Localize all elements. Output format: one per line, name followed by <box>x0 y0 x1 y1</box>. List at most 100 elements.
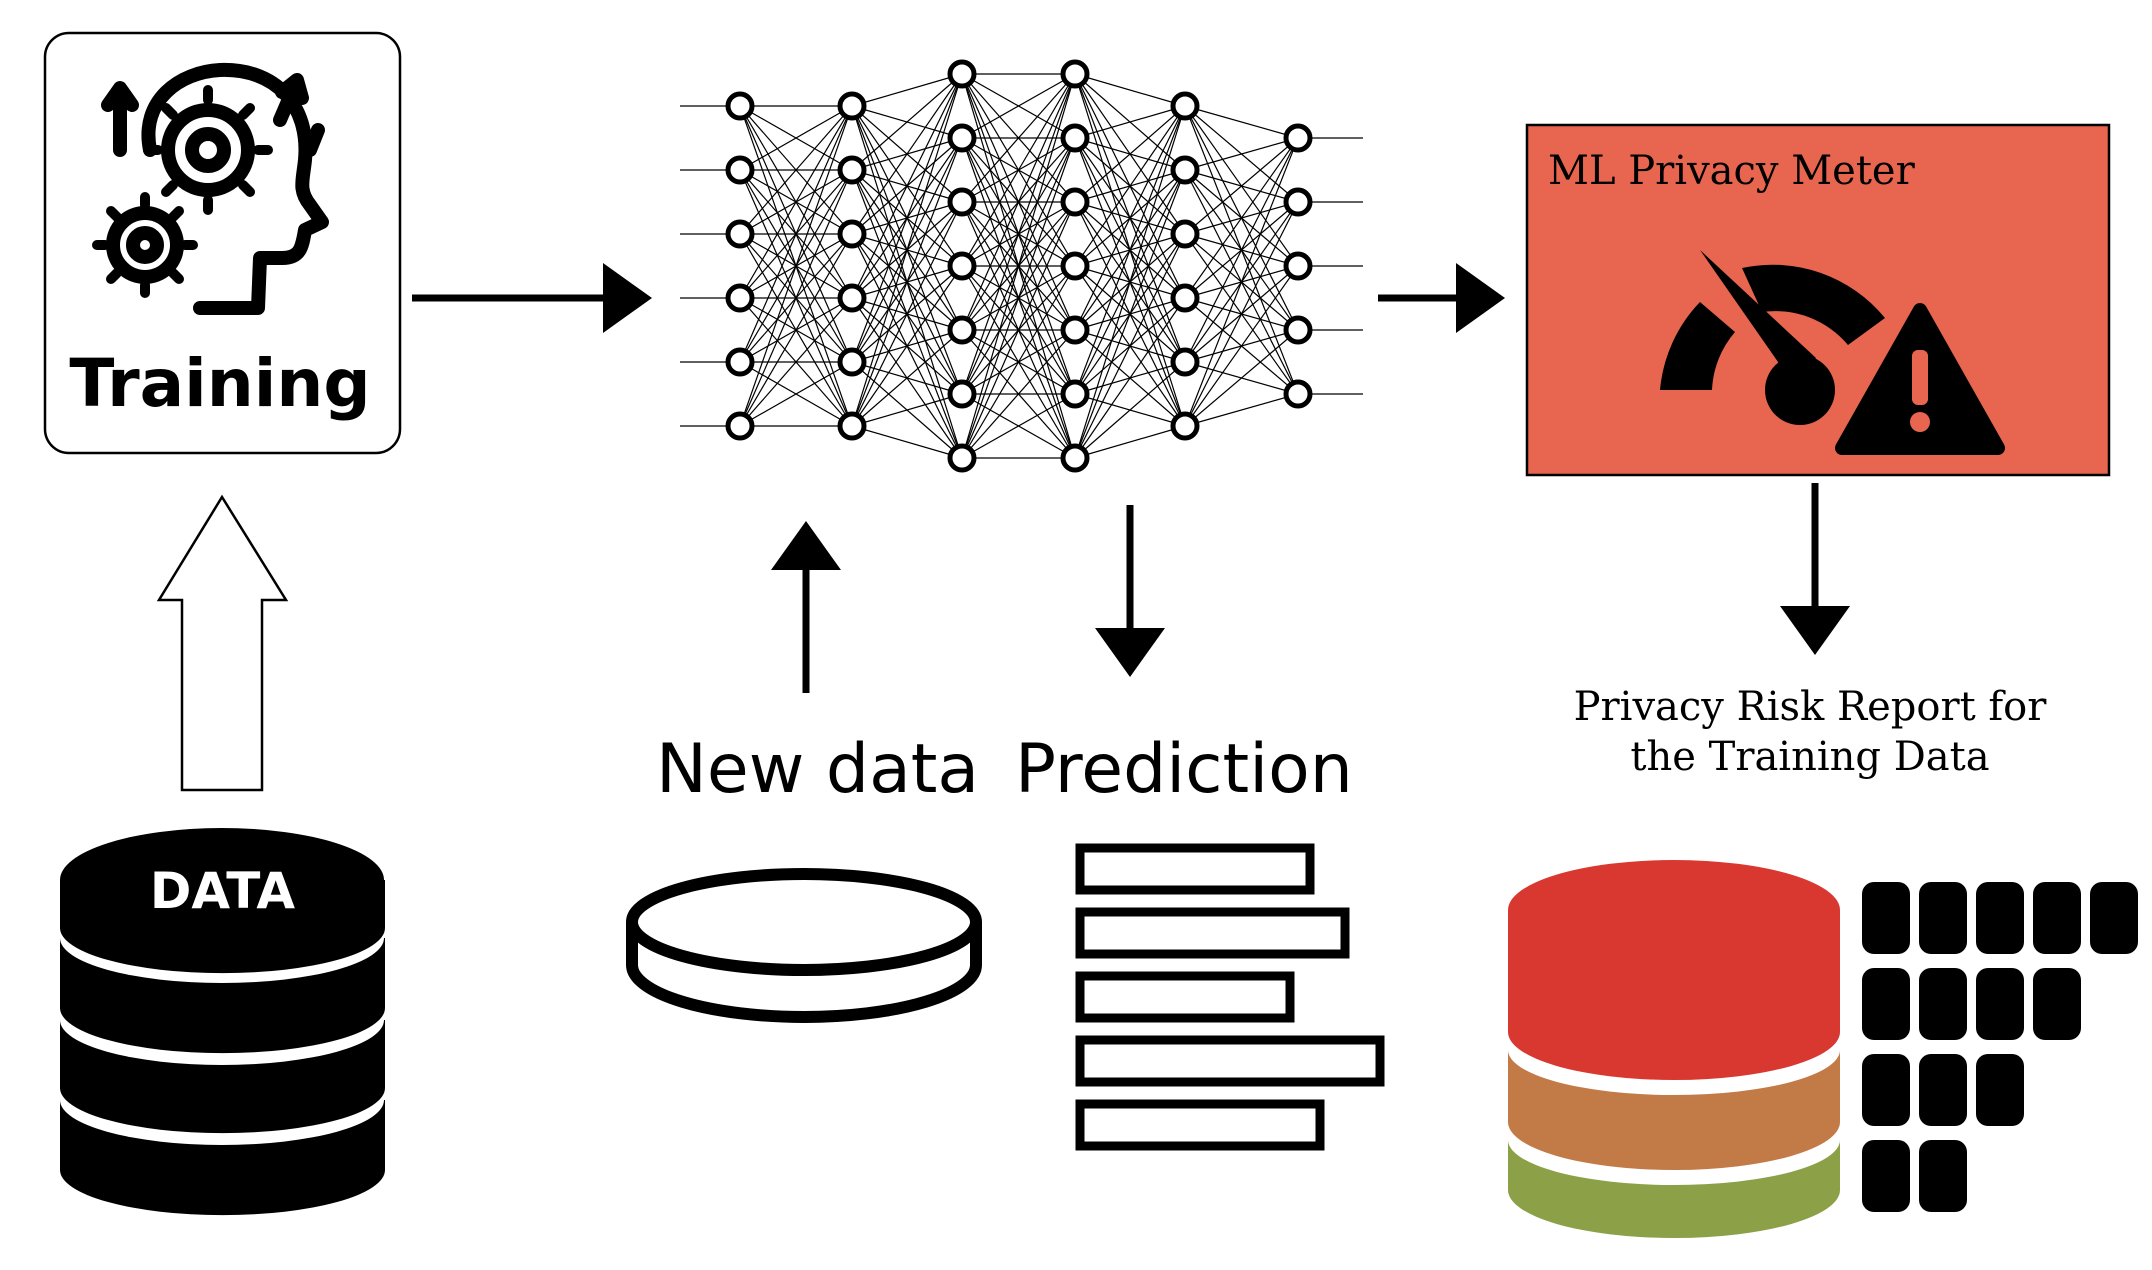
gears-head-icon <box>101 62 329 315</box>
network-edge <box>961 73 1076 139</box>
network-node <box>1283 251 1313 281</box>
network-edge <box>851 425 963 459</box>
network-node <box>947 443 977 473</box>
network-node <box>837 155 867 185</box>
network-node <box>1170 283 1200 313</box>
network-edge <box>851 73 963 171</box>
network-edge <box>1074 361 1186 459</box>
network-edge <box>1074 105 1186 395</box>
network-node <box>1060 59 1090 89</box>
network-node <box>947 379 977 409</box>
risk-cell <box>1862 882 1910 954</box>
network-edge <box>851 73 963 427</box>
network-edge <box>1184 105 1299 139</box>
network-edge <box>1074 105 1186 459</box>
risk-cell <box>1976 1054 2024 1126</box>
network-node <box>1170 347 1200 377</box>
network-node <box>1060 123 1090 153</box>
network-node <box>947 123 977 153</box>
risk-cell <box>1862 968 1910 1040</box>
risk-cell <box>1976 882 2024 954</box>
warning-icon <box>1835 303 2005 455</box>
network-edge <box>961 137 1076 459</box>
speedometer-icon <box>1660 250 1885 425</box>
network-node <box>837 219 867 249</box>
training-label: Training <box>69 345 371 422</box>
network-node <box>947 59 977 89</box>
network-edge <box>961 73 1076 267</box>
risk-cell <box>2033 968 2081 1040</box>
network-node <box>837 91 867 121</box>
network-edge <box>961 201 1076 459</box>
network-edge <box>851 73 963 235</box>
network-edge <box>1184 137 1299 363</box>
risk-cell <box>1862 1140 1910 1212</box>
risk-cell <box>1862 1054 1910 1126</box>
network-edge <box>851 73 963 299</box>
training-box <box>43 31 402 455</box>
network-edge <box>739 361 853 427</box>
network-node <box>947 315 977 345</box>
network-edge <box>851 265 963 427</box>
risk-cell <box>2033 882 2081 954</box>
network-edge <box>961 265 1076 459</box>
network-node <box>1170 219 1200 249</box>
privacy-meter-box <box>1525 123 2111 477</box>
network-node <box>1170 411 1200 441</box>
risk-cell <box>1976 968 2024 1040</box>
network-edge <box>1184 137 1299 171</box>
network-node <box>1060 315 1090 345</box>
network-edge <box>739 105 853 363</box>
network-edge <box>1184 393 1299 427</box>
hollow-up-arrow <box>156 494 289 792</box>
network-edge <box>1074 105 1186 331</box>
network-node <box>1060 379 1090 409</box>
data-label: DATA <box>149 862 296 920</box>
network-node <box>837 411 867 441</box>
bars-list-icon <box>1075 843 1385 1151</box>
network-node <box>1060 443 1090 473</box>
risk-cell <box>2090 882 2138 954</box>
risk-grid-icon <box>1862 882 2138 1212</box>
network-edge <box>1074 169 1186 459</box>
network-edge <box>961 73 1076 203</box>
network-edge <box>851 329 963 427</box>
network-edge <box>851 393 963 427</box>
prediction-label: Prediction <box>1015 730 1353 809</box>
database-icon <box>60 828 385 1216</box>
network-edge <box>851 137 963 427</box>
network-edge <box>1074 297 1186 459</box>
network-node <box>725 91 755 121</box>
network-edge <box>1184 137 1299 235</box>
network-node <box>725 155 755 185</box>
network-edge <box>1184 137 1299 427</box>
network-edge <box>1074 105 1186 139</box>
network-edge <box>851 73 963 363</box>
network-edge <box>961 73 1076 459</box>
risk-cell <box>1919 1054 1967 1126</box>
network-edge <box>1184 329 1299 427</box>
network-edge <box>1074 73 1186 107</box>
network-node <box>1060 187 1090 217</box>
network-edge <box>739 233 853 427</box>
report-label: Privacy Risk Report for the Training Dat… <box>1573 684 2047 780</box>
network-edge <box>961 73 1076 395</box>
network-edge <box>961 393 1076 459</box>
network-edge <box>1184 201 1299 427</box>
network-node <box>947 251 977 281</box>
network-node <box>1170 91 1200 121</box>
network-edge <box>739 105 853 235</box>
network-edge <box>1074 105 1186 267</box>
network-edge <box>739 105 853 171</box>
network-node <box>725 347 755 377</box>
risk-cell <box>1919 1140 1967 1212</box>
network-edge <box>1184 265 1299 427</box>
network-node <box>837 347 867 377</box>
network-node <box>837 283 867 313</box>
network-edge <box>739 105 853 427</box>
network-edge <box>851 73 963 107</box>
network-node <box>947 187 977 217</box>
network-node <box>1283 123 1313 153</box>
